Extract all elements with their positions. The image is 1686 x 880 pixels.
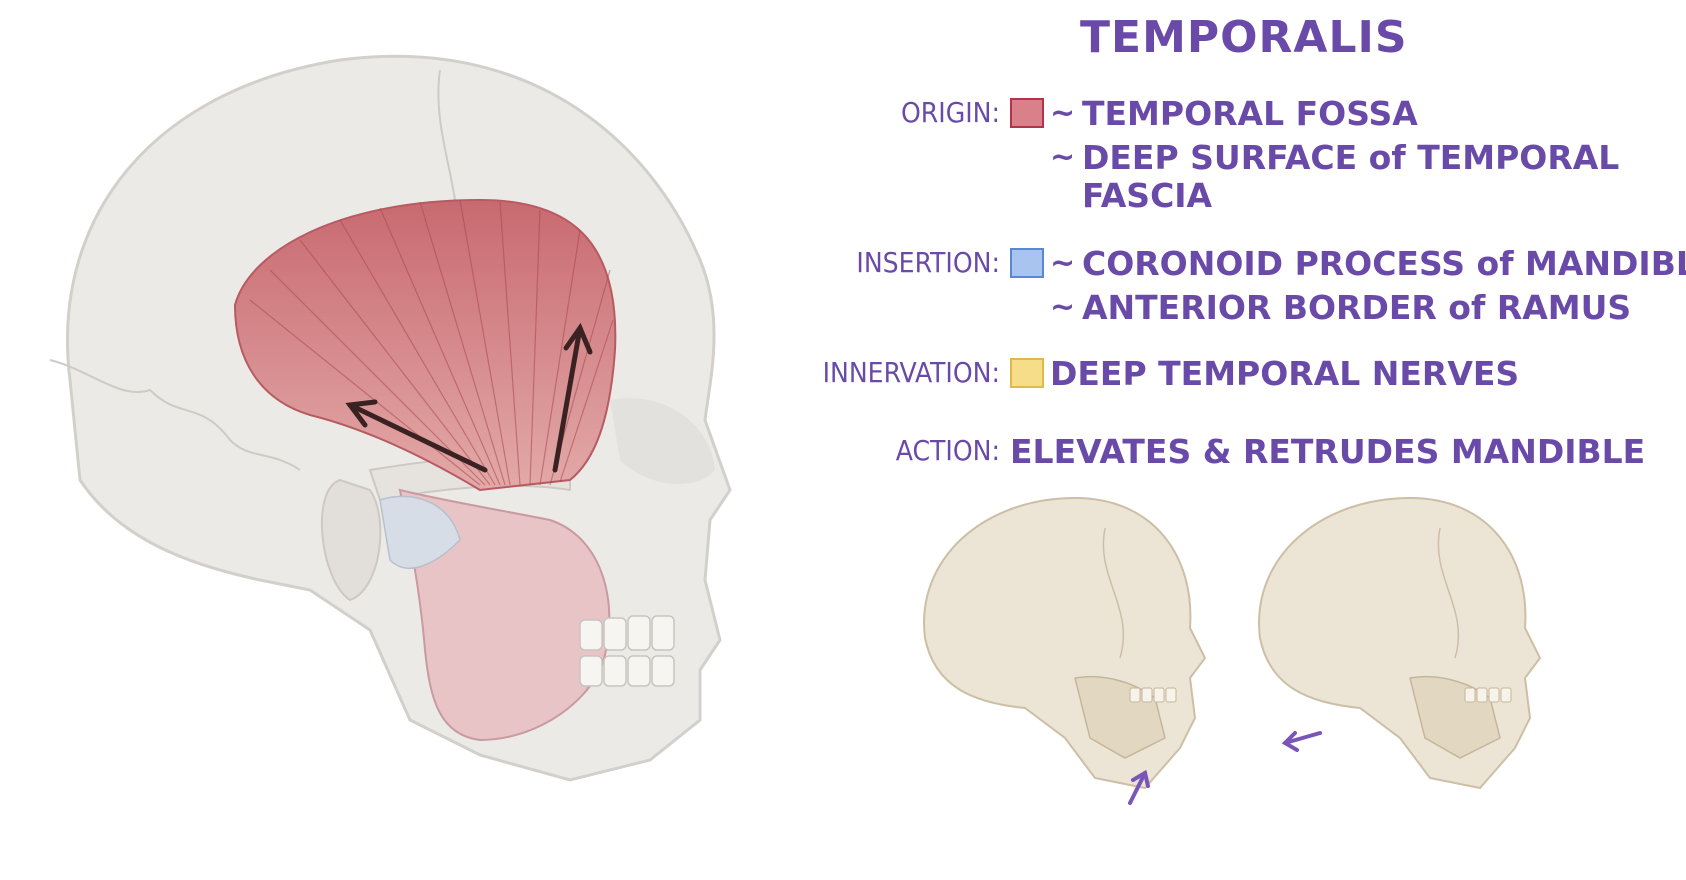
innervation-label: INNERVATION: bbox=[822, 356, 1000, 389]
small-skull-cranium bbox=[1258, 496, 1542, 790]
masseter-muscle bbox=[398, 488, 611, 742]
origin-swatch bbox=[1010, 98, 1044, 128]
skull-retrusion-illustration bbox=[1258, 496, 1542, 790]
small-skull-suture bbox=[1102, 527, 1125, 659]
innervation-line1: DEEP TEMPORAL NERVES bbox=[1050, 354, 1520, 393]
small-skull-suture bbox=[1437, 527, 1460, 659]
tendon bbox=[379, 495, 461, 570]
skull-temporalis-illustration bbox=[49, 54, 732, 782]
tilde-icon: ~ bbox=[1050, 96, 1076, 131]
tilde-icon: ~ bbox=[1050, 246, 1076, 281]
origin-line2: DEEP SURFACE of TEMPORAL bbox=[1082, 138, 1620, 177]
tilde-icon: ~ bbox=[1050, 290, 1076, 325]
action-line1: ELEVATES & RETRUDES MANDIBLE bbox=[1010, 432, 1646, 471]
action-arrows bbox=[345, 322, 593, 473]
origin-line3: FASCIA bbox=[1082, 176, 1213, 215]
retrusion-arrow-icon bbox=[1281, 731, 1322, 752]
insertion-label: INSERTION: bbox=[856, 246, 1000, 279]
mastoid bbox=[320, 478, 382, 602]
origin-label: ORIGIN: bbox=[900, 96, 1000, 129]
skull-elevation-illustration bbox=[923, 496, 1207, 805]
page-title: TEMPORALIS bbox=[1080, 12, 1408, 63]
elevation-arrow-icon bbox=[1128, 769, 1150, 805]
small-skull-teeth bbox=[1129, 687, 1177, 703]
small-skull-cranium bbox=[923, 496, 1207, 790]
origin-line1: TEMPORAL FOSSA bbox=[1082, 94, 1418, 133]
lambdoid-suture bbox=[49, 359, 301, 471]
action-label: ACTION: bbox=[895, 434, 1000, 467]
temporalis-muscle bbox=[233, 198, 617, 492]
orbit bbox=[610, 398, 715, 484]
insertion-line1: CORONOID PROCESS of MANDIBLE bbox=[1082, 244, 1686, 283]
small-skull-teeth bbox=[1464, 687, 1512, 703]
tilde-icon: ~ bbox=[1050, 140, 1076, 175]
insertion-line2: ANTERIOR BORDER of RAMUS bbox=[1082, 288, 1632, 327]
innervation-swatch bbox=[1010, 358, 1044, 388]
insertion-swatch bbox=[1010, 248, 1044, 278]
teeth bbox=[579, 615, 675, 687]
